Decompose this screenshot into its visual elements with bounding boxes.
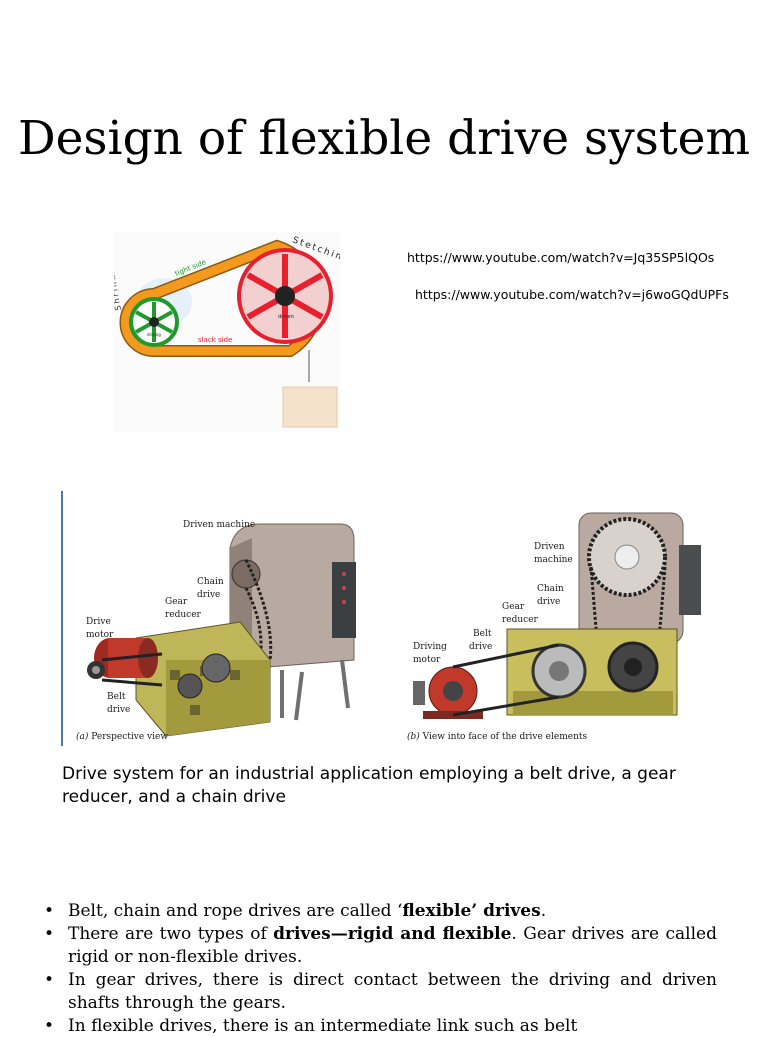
slack-side-label: slack side xyxy=(198,336,232,344)
drive-system-face-view-figure: Driven machine Chain drive Gear reducer … xyxy=(407,512,701,742)
drive-system-perspective-figure: Driven machine Chain drive Gear reducer … xyxy=(76,520,356,742)
label-belt-drive: drive xyxy=(107,705,130,715)
label-gear-reducer: reducer xyxy=(165,610,202,620)
driving-label: driving xyxy=(147,332,161,337)
youtube-link-1[interactable]: https://www.youtube.com/watch?v=Jq35SP5l… xyxy=(407,250,715,265)
bullet-item: Belt, chain and rope drives are called ‘… xyxy=(44,900,717,923)
label-drive: Drive xyxy=(86,617,111,627)
label-chain-b: Chain xyxy=(537,584,564,594)
label-motor: motor xyxy=(86,630,114,640)
slide-title: Design of flexible drive system xyxy=(17,111,751,166)
label-gear: Gear xyxy=(165,597,188,607)
label-chain: Chain xyxy=(197,577,224,587)
belt-drive-illustration: tight side slack side Stetching Shrinkin… xyxy=(114,232,340,432)
caption-b: (b) View into face of the drive elements xyxy=(407,731,587,742)
label-motor-b: motor xyxy=(413,655,441,665)
label-machine: machine xyxy=(534,555,573,565)
bullet-item: There are two types of drives—rigid and … xyxy=(44,923,717,969)
youtube-link-2[interactable]: https://www.youtube.com/watch?v=j6woGQdU… xyxy=(415,287,729,302)
caption-a: (a) Perspective view xyxy=(76,731,168,742)
bullet-list: Belt, chain and rope drives are called ‘… xyxy=(44,900,717,1038)
label-reducer-b: reducer xyxy=(502,615,539,625)
bullet-item: In gear drives, there is direct contact … xyxy=(44,969,717,1015)
figure-caption: Drive system for an industrial applicati… xyxy=(62,764,676,807)
label-belt-b: Belt xyxy=(473,629,492,639)
label-gear-b: Gear xyxy=(502,602,525,612)
label-chain-drive-b: drive xyxy=(537,597,560,607)
label-driven: Driven xyxy=(534,542,565,552)
label-driven-machine: Driven machine xyxy=(183,520,255,530)
label-belt-drive-b: drive xyxy=(469,642,492,652)
label-belt: Belt xyxy=(107,692,126,702)
figure-divider-line xyxy=(61,491,63,746)
bullet-item: In flexible drives, there is an intermed… xyxy=(44,1015,717,1038)
label-driving: Driving xyxy=(413,642,447,652)
driven-label: driven xyxy=(278,314,294,320)
label-chain-drive: drive xyxy=(197,590,220,600)
